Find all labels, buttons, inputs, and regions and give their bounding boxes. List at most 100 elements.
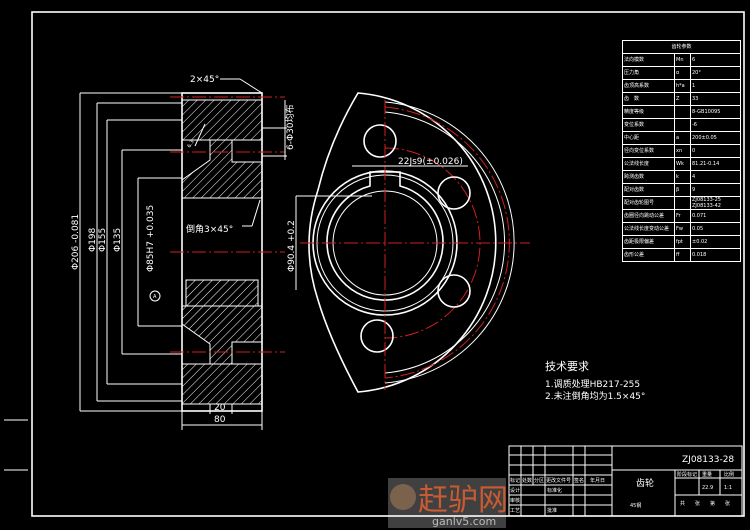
revision-header: 年月日 (590, 477, 605, 484)
dim-d135: Φ135 (113, 228, 123, 252)
bore-with-keyway (326, 171, 444, 301)
param-symbol (674, 196, 691, 210)
role-label: 审核 (510, 497, 520, 504)
param-name: 精度等级 (622, 105, 675, 119)
param-name: 配对齿轮图号 (622, 196, 675, 210)
role-label: 工艺 (510, 508, 520, 514)
param-symbol: Wk (674, 157, 691, 171)
param-name: 变位系数 (622, 118, 675, 132)
param-name: 中心距 (622, 131, 675, 145)
param-value: 0 (690, 144, 741, 158)
revision-header: 签名 (574, 477, 584, 484)
tech-req-title: 技术要求 (545, 360, 589, 373)
front-section-view: 2×45° 6-Φ30均布 倒角3×45° Φ206 -0.081 Φ198 Φ… (71, 75, 296, 430)
revision-header: 更改文件号 (546, 477, 571, 484)
hatch-top-rim (181, 99, 263, 141)
param-value: 0.05 (690, 222, 741, 236)
param-name: 法向模数 (622, 53, 675, 67)
part-contour (308, 92, 497, 393)
material: 45钢 (630, 502, 641, 509)
param-value: 0.018 (690, 248, 741, 262)
dim-bore: Φ85H7 +0.035 (146, 205, 156, 272)
bore-depth-label: Φ90.4 +0.2 (287, 220, 297, 272)
roughness-label: 6.3 (187, 139, 196, 149)
dim-d198: Φ198 (88, 227, 98, 252)
param-value: ZJ08133-25 ZJ08133-42 (690, 196, 741, 210)
chamfer-top-label: 2×45° (190, 75, 219, 85)
role-label: 设计 (510, 487, 520, 494)
watermark-url: ganlv5.com (432, 515, 496, 528)
technical-requirements: 技术要求 1.调质处理HB217-255 2.未注倒角均为1.5×45° (545, 360, 645, 402)
param-name: 压力角 (622, 66, 675, 80)
title-block: ZJ08133-28 齿轮 45钢 阶段标记 重量 比例 22.9 1:1 共 … (508, 445, 743, 517)
param-symbol: k (674, 170, 691, 184)
weight-value: 22.9 (702, 485, 713, 491)
part-name: 齿轮 (636, 477, 654, 489)
table-row: 配对齿轮图号 ZJ08133-25 ZJ08133-42 (622, 196, 741, 210)
param-symbol: Fw (674, 222, 691, 236)
hatch-web-bottom (181, 305, 263, 365)
param-name: 公法线长度变动公差 (622, 222, 675, 236)
param-symbol: ff (674, 248, 691, 262)
tech-req-item: 1.调质处理HB217-255 (545, 378, 640, 390)
dim-rim-label: 20 (214, 403, 226, 413)
scale-header: 比例 (724, 471, 734, 478)
keyway-dim-label: 22Js9(±0.026) (398, 157, 463, 167)
drawing-frame (31, 11, 745, 517)
param-symbol (674, 105, 691, 119)
drawing-number: ZJ08133-28 (682, 455, 734, 465)
holes-note-label: 6-Φ30均布 (284, 104, 296, 150)
table-row: 变位系数 -6 (622, 118, 741, 132)
datum-symbol (149, 290, 161, 302)
hatch-web-top (181, 139, 263, 199)
param-name: 齿形公差 (622, 248, 675, 262)
dim-width-label: 80 (214, 415, 226, 425)
bolt-hole (437, 274, 471, 308)
param-name: 齿圈径向跳动公差 (622, 209, 675, 223)
param-name: 跨测齿数 (622, 170, 675, 184)
sheets-label: 张 (725, 500, 730, 507)
param-symbol: xn (674, 144, 691, 158)
stage-header: 阶段标记 (677, 471, 697, 478)
bolt-hole (437, 176, 471, 210)
dim-d155: Φ155 (98, 228, 108, 252)
param-symbol: fpt (674, 235, 691, 249)
weight-header: 重量 (702, 471, 712, 478)
sheets-label: 张 (695, 500, 700, 507)
param-name: 径向变位系数 (622, 144, 675, 158)
gear-table-title: 齿轮参数 (622, 40, 741, 54)
dim-d206: Φ206 -0.081 (71, 214, 81, 270)
param-value: -6 (690, 118, 741, 132)
bolt-hole (360, 319, 394, 353)
sheets-label: 第 (710, 500, 715, 507)
donkey-logo-icon (390, 484, 416, 510)
param-symbol (674, 118, 691, 132)
role-label: 标准化 (547, 487, 562, 494)
tech-req-item: 2.未注倒角均为1.5×45° (545, 390, 645, 402)
hatch-bottom-rim (181, 363, 263, 405)
role-label: 批准 (547, 507, 557, 514)
revision-header: 标记 (510, 477, 520, 484)
param-symbol: α (674, 66, 691, 80)
param-symbol: Z (674, 92, 691, 106)
param-name: 配对齿数 (622, 183, 675, 197)
param-symbol: Fr (674, 209, 691, 223)
param-name: 公法线长度 (622, 157, 675, 171)
param-name: 齿 数 (622, 92, 675, 106)
watermark-brand: 赶驴网 (418, 483, 508, 518)
param-symbol: a (674, 131, 691, 145)
